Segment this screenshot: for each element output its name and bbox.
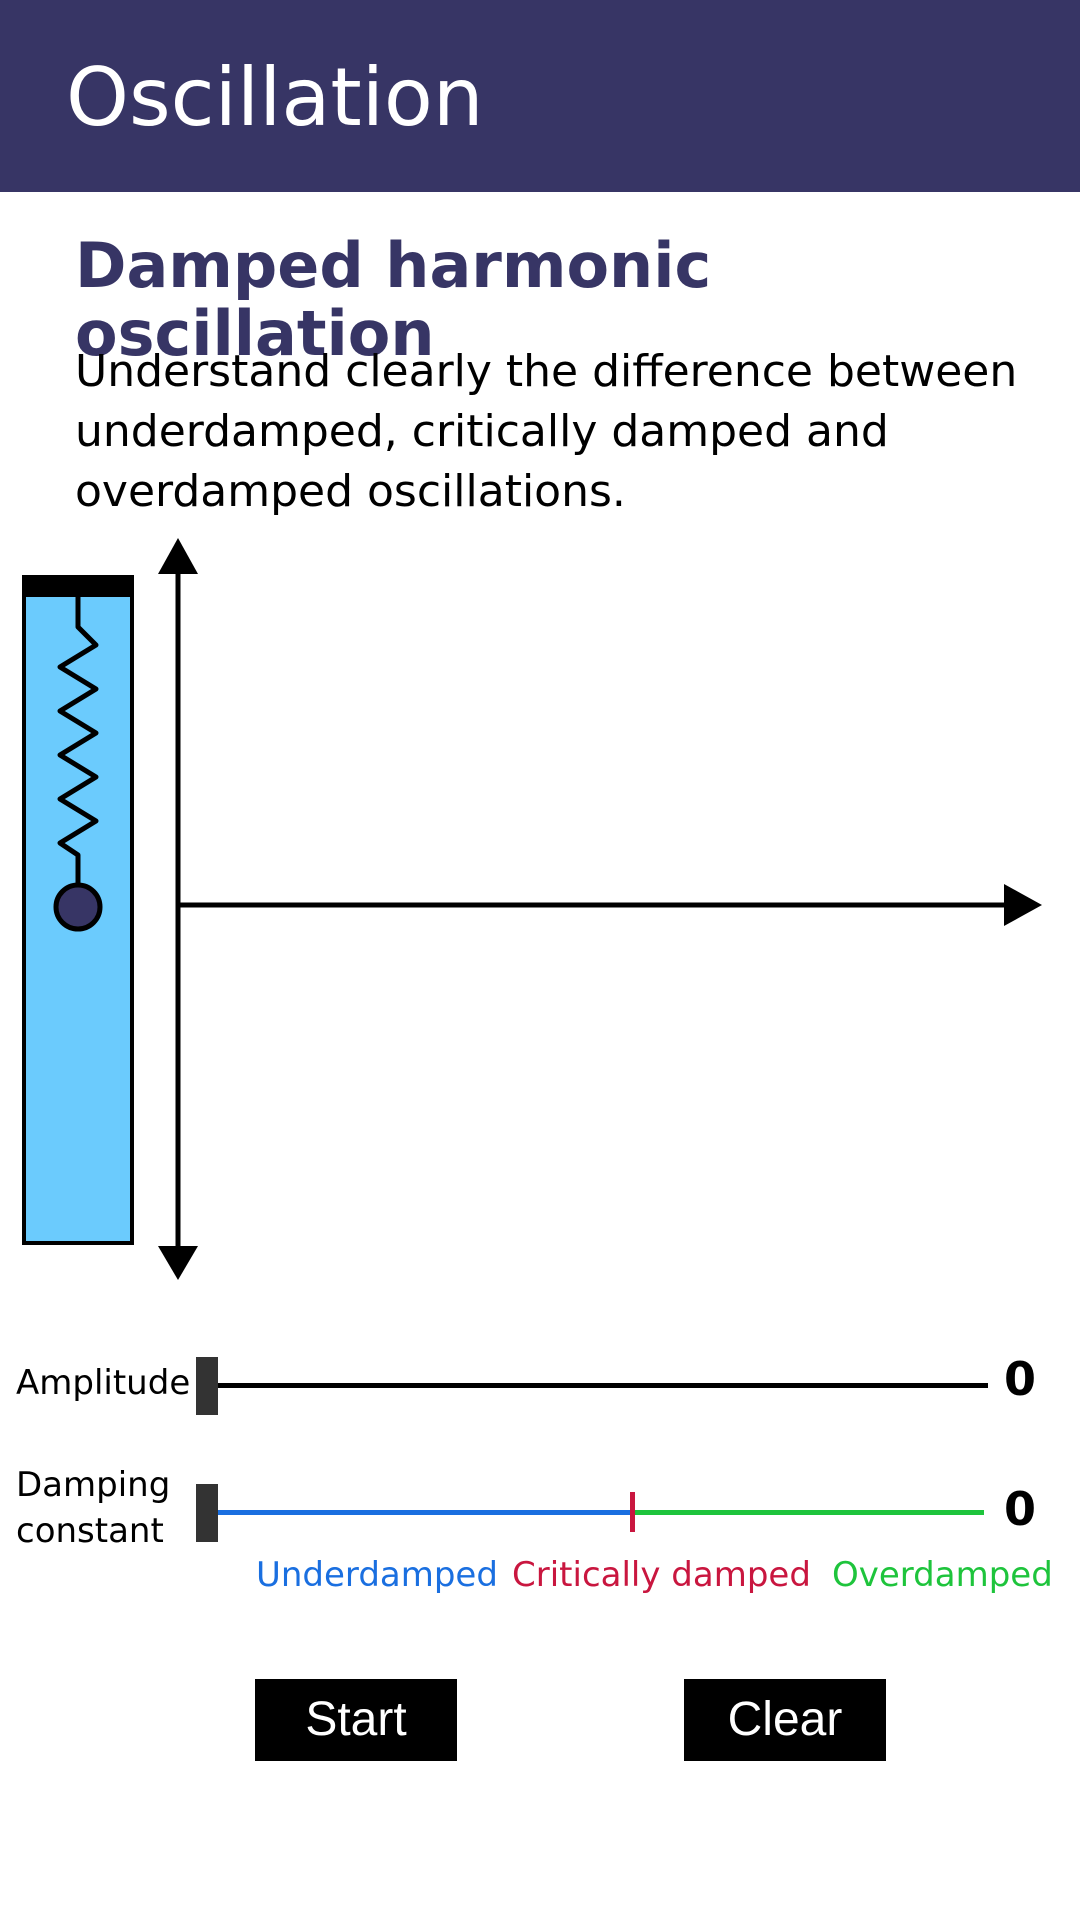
overdamped-label: Overdamped <box>832 1555 1053 1595</box>
x-axis <box>178 884 1042 926</box>
page-description: Understand clearly the difference betwee… <box>75 346 1018 517</box>
mass-ball <box>53 882 103 932</box>
damping-label-line2: constant <box>16 1511 164 1551</box>
critically-damped-label: Critically damped <box>512 1555 811 1595</box>
app-title: Oscillation <box>66 51 484 144</box>
damping-value: 0 <box>1003 1482 1036 1536</box>
damping-track-overdamped[interactable] <box>632 1510 984 1515</box>
app-bar: Oscillation <box>0 0 1080 192</box>
simulation-canvas <box>22 538 1042 1280</box>
amplitude-value: 0 <box>1003 1352 1036 1406</box>
page-heading: Damped harmonic oscillation <box>75 229 712 371</box>
damping-label-line1: Damping <box>16 1465 171 1505</box>
underdamped-label: Underdamped <box>256 1555 498 1595</box>
damping-slider[interactable] <box>196 1482 996 1542</box>
critical-damping-marker <box>630 1492 635 1532</box>
spring <box>57 597 99 885</box>
damping-track-underdamped[interactable] <box>208 1510 632 1515</box>
amplitude-track[interactable] <box>208 1383 988 1388</box>
amplitude-slider[interactable] <box>196 1355 996 1415</box>
spring-tube <box>22 575 134 1245</box>
start-button[interactable]: Start <box>255 1679 457 1761</box>
damping-thumb[interactable] <box>196 1484 218 1542</box>
amplitude-label: Amplitude <box>16 1363 191 1403</box>
y-axis <box>158 538 198 1280</box>
amplitude-thumb[interactable] <box>196 1357 218 1415</box>
damping-label: Damping constant <box>16 1462 170 1554</box>
clear-button[interactable]: Clear <box>684 1679 886 1761</box>
